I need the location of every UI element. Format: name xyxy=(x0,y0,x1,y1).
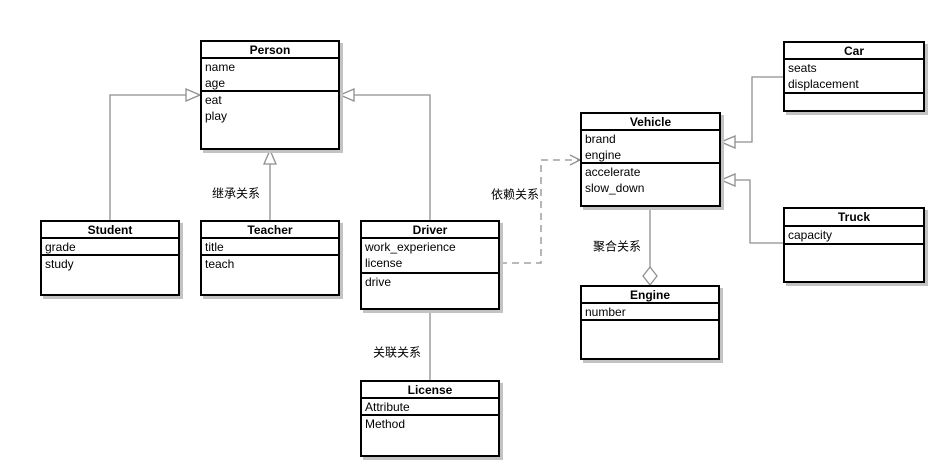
attribute-person-1: age xyxy=(205,76,226,90)
attribute-teacher-0: title xyxy=(205,240,224,254)
attribute-engine-0: number xyxy=(585,305,626,319)
class-title: Driver xyxy=(362,222,498,239)
hollow-triangle-arrowhead xyxy=(338,88,355,102)
class-box-license[interactable]: License Attribute Method xyxy=(360,380,500,457)
method-vehicle-0: accelerate xyxy=(585,165,641,179)
class-box-teacher[interactable]: Teacher title teach xyxy=(200,220,340,296)
method-person-1: play xyxy=(205,109,228,123)
class-attributes: seats displacement xyxy=(785,60,923,94)
class-title: Car xyxy=(785,43,923,60)
connector-line xyxy=(109,94,187,220)
class-title: Engine xyxy=(582,287,718,304)
connector-line xyxy=(500,159,580,264)
connector-line xyxy=(353,94,431,220)
attribute-person-0: name xyxy=(205,60,236,74)
class-box-engine[interactable]: Engine number xyxy=(580,285,720,360)
method-person-0: eat xyxy=(205,93,222,107)
class-title: Student xyxy=(42,222,178,239)
class-methods: study xyxy=(42,256,178,272)
attribute-license-0: Attribute xyxy=(365,400,410,414)
class-title: Teacher xyxy=(202,222,338,239)
class-methods: Method xyxy=(362,416,498,432)
attribute-vehicle-1: engine xyxy=(585,148,622,162)
class-attributes: title xyxy=(202,239,338,256)
connector-driver-person-inheritance[interactable] xyxy=(338,88,431,220)
class-methods: accelerate slow_down xyxy=(582,164,719,196)
connector-teacher-person-inheritance[interactable] xyxy=(263,148,277,220)
class-attributes: grade xyxy=(42,239,178,256)
method-teacher-0: teach xyxy=(205,257,235,271)
attribute-truck-0: capacity xyxy=(788,228,833,242)
label-inheritance[interactable]: 继承关系 xyxy=(211,186,261,201)
connector-line xyxy=(734,76,783,143)
hollow-triangle-arrowhead xyxy=(263,148,277,165)
class-box-vehicle[interactable]: Vehicle brand engine accelerate slow_down xyxy=(580,112,721,207)
class-title: Truck xyxy=(785,209,923,227)
class-attributes: name age xyxy=(202,59,338,92)
connector-car-vehicle-inheritance[interactable] xyxy=(719,76,783,149)
label-dependency[interactable]: 依赖关系 xyxy=(490,187,540,202)
label-association[interactable]: 关联关系 xyxy=(372,345,422,360)
hollow-triangle-arrowhead xyxy=(185,88,202,102)
connector-truck-vehicle-inheritance[interactable] xyxy=(719,173,783,244)
connector-student-person-inheritance[interactable] xyxy=(109,88,202,220)
class-methods: drive xyxy=(362,274,498,290)
connector-line xyxy=(734,179,783,244)
attribute-student-0: grade xyxy=(45,240,76,254)
class-title: Vehicle xyxy=(582,114,719,131)
attribute-vehicle-0: brand xyxy=(585,132,616,146)
method-vehicle-1: slow_down xyxy=(585,181,645,195)
class-attributes: Attribute xyxy=(362,399,498,416)
method-driver-0: drive xyxy=(365,275,392,289)
method-license-0: Method xyxy=(365,417,406,431)
hollow-triangle-arrowhead xyxy=(719,135,736,149)
class-box-person[interactable]: Person name age eat play xyxy=(200,40,340,150)
hollow-diamond-arrowhead xyxy=(642,265,658,287)
class-box-truck[interactable]: Truck capacity xyxy=(783,207,925,283)
class-methods: teach xyxy=(202,256,338,272)
connector-driver-vehicle-dependency[interactable] xyxy=(500,154,582,264)
class-box-student[interactable]: Student grade study xyxy=(40,220,180,296)
class-attributes: brand engine xyxy=(582,131,719,164)
attribute-driver-0: work_experience xyxy=(365,240,456,254)
class-attributes: capacity xyxy=(785,227,923,245)
label-aggregation[interactable]: 聚合关系 xyxy=(592,239,642,254)
class-title: Person xyxy=(202,42,338,59)
class-box-car[interactable]: Car seats displacement xyxy=(783,41,925,112)
class-title: License xyxy=(362,382,498,399)
hollow-triangle-arrowhead xyxy=(719,173,736,187)
attribute-driver-1: license xyxy=(365,256,403,270)
connector-vehicle-engine-aggregation[interactable] xyxy=(642,207,658,287)
class-methods: eat play xyxy=(202,92,338,124)
class-attributes: number xyxy=(582,304,718,321)
attribute-car-1: displacement xyxy=(788,77,859,91)
attribute-car-0: seats xyxy=(788,61,817,75)
method-student-0: study xyxy=(45,257,74,271)
